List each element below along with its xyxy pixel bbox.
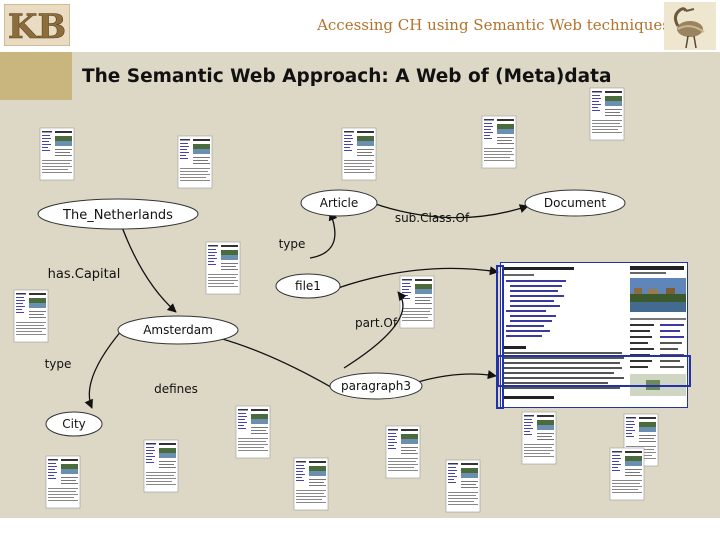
footer-band — [0, 518, 720, 540]
node-the-netherlands — [37, 198, 199, 230]
highlight-toc — [496, 265, 504, 409]
node-article — [300, 189, 378, 217]
edge-type-upper — [309, 211, 338, 259]
node-document-label: Document — [544, 196, 606, 210]
logo-text: KB — [8, 7, 66, 46]
edge-file1-screenshot — [337, 266, 499, 289]
edge-subclassof — [363, 199, 529, 219]
edge-type-lower — [84, 329, 123, 409]
edge-label-defines: defines — [154, 382, 198, 396]
node-city-label: City — [62, 417, 86, 431]
edge-partof — [343, 291, 407, 369]
japanese-page-screenshot — [500, 262, 688, 408]
node-city — [45, 411, 103, 437]
node-amsterdam — [117, 315, 239, 345]
edge-label-subclassof: sub.Class.Of — [395, 211, 470, 225]
header-title: Accessing CH using Semantic Web techniqu… — [317, 16, 670, 34]
node-document — [524, 189, 626, 217]
slide-title: The Semantic Web Approach: A Web of (Met… — [82, 66, 612, 87]
heron-bird-icon — [664, 2, 716, 50]
edge-paragraph3-screenshot — [417, 370, 497, 383]
accent-block — [0, 52, 72, 100]
node-paragraph3-label: paragraph3 — [341, 379, 411, 393]
edge-label-hascapital: has.Capital — [48, 267, 121, 282]
edge-hascapital — [117, 215, 177, 313]
highlight-paragraph — [497, 355, 691, 387]
node-file1-label: file1 — [295, 279, 321, 293]
edge-label-type-lower: type — [45, 357, 72, 371]
node-article-label: Article — [320, 196, 359, 210]
node-amsterdam-label: Amsterdam — [143, 323, 213, 337]
edge-label-partof: part.Of — [355, 316, 398, 330]
edge-label-type-upper: type — [279, 237, 306, 251]
node-the-netherlands-label: The_Netherlands — [62, 208, 173, 223]
node-file1 — [275, 273, 341, 299]
header-band — [0, 0, 720, 52]
kb-logo: KB — [4, 4, 70, 46]
node-paragraph3 — [329, 372, 423, 400]
